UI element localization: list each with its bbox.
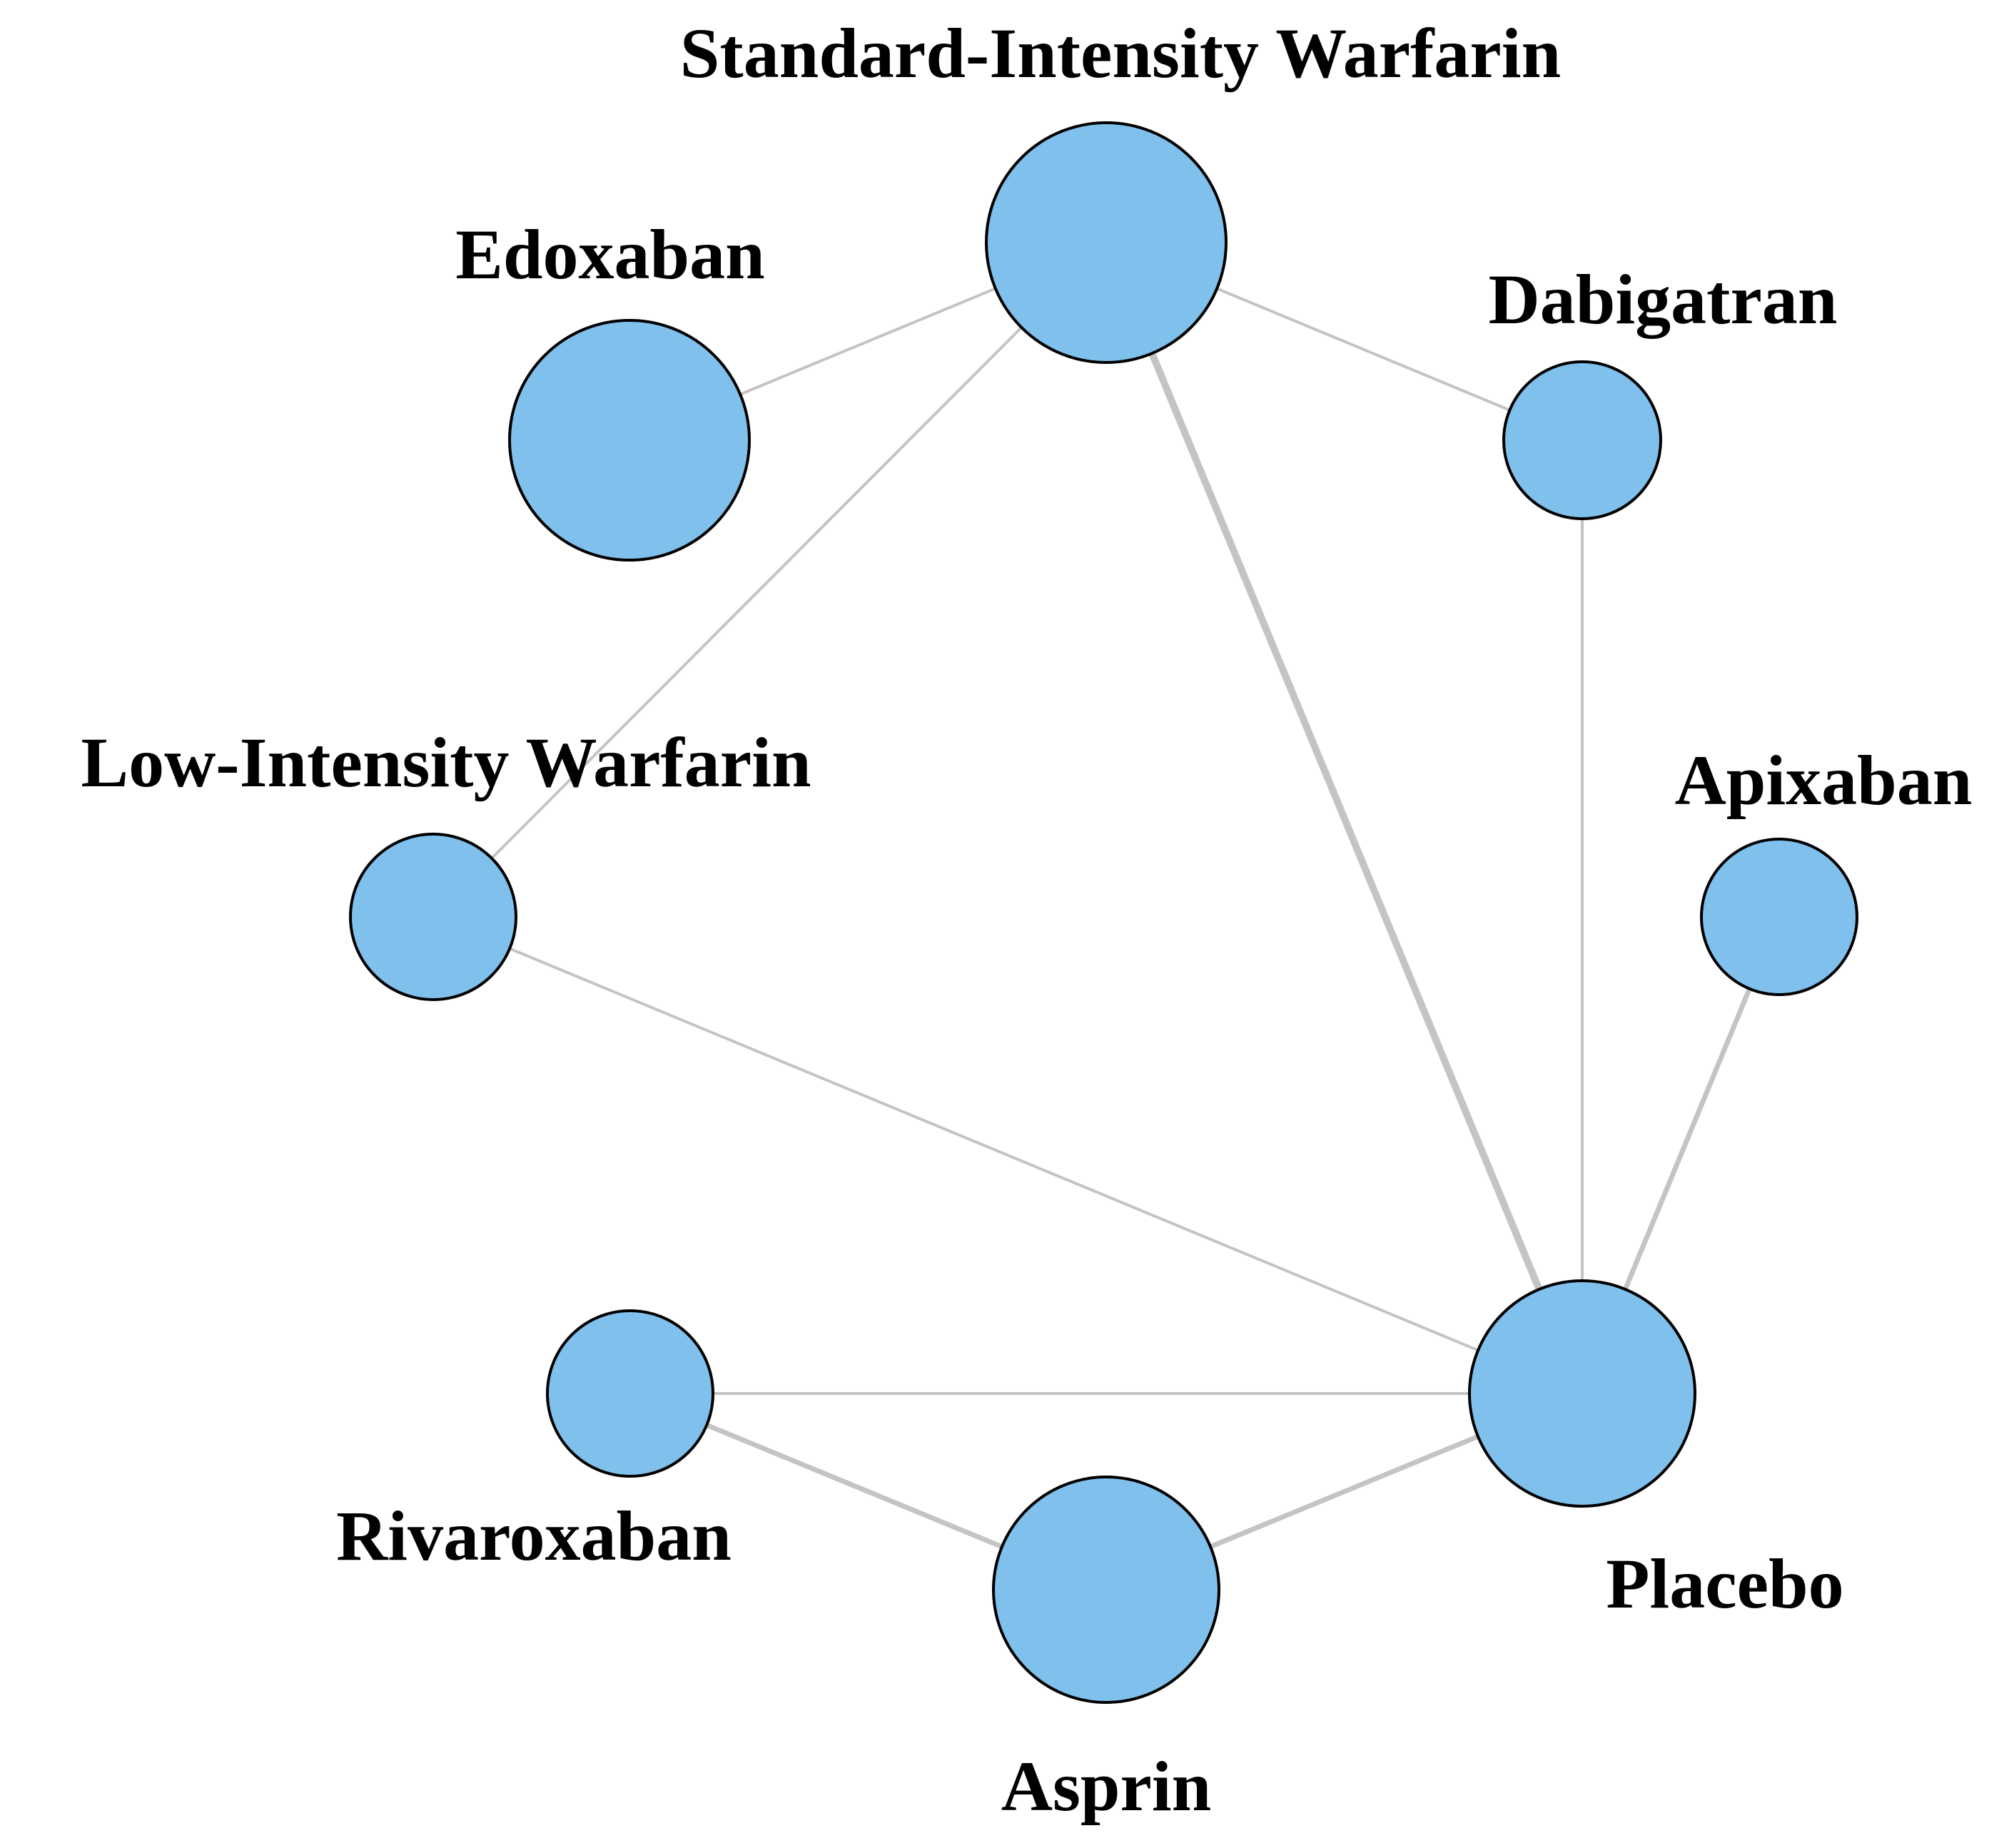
node-label-edoxaban: Edoxaban [455,215,765,294]
edge-low_warfarin-placebo [432,915,1583,1395]
node-rivaroxaban [546,1309,714,1478]
node-standard_warfarin [985,121,1228,364]
node-dabigatran [1502,360,1662,520]
node-asprin [992,1476,1220,1704]
node-apixaban [1700,838,1858,996]
node-label-rivaroxaban: Rivaroxaban [336,1496,732,1575]
nodes-layer [349,121,1858,1704]
node-placebo [1468,1279,1696,1508]
node-edoxaban [508,319,751,562]
node-label-low_warfarin: Low-Intensity Warfarin [81,723,811,802]
node-label-dabigatran: Dabigatran [1489,260,1838,339]
edge-standard_warfarin-placebo [1103,241,1586,1395]
node-label-asprin: Asprin [1001,1747,1212,1826]
node-label-placebo: Placebo [1606,1544,1843,1623]
edge-standard_warfarin-low_warfarin [432,241,1108,918]
labels-layer: Standard-Intensity WarfarinEdoxabanDabig… [81,14,1972,1826]
node-label-apixaban: Apixaban [1675,741,1973,820]
node-label-standard_warfarin: Standard-Intensity Warfarin [680,14,1561,93]
node-low_warfarin [349,833,517,1001]
